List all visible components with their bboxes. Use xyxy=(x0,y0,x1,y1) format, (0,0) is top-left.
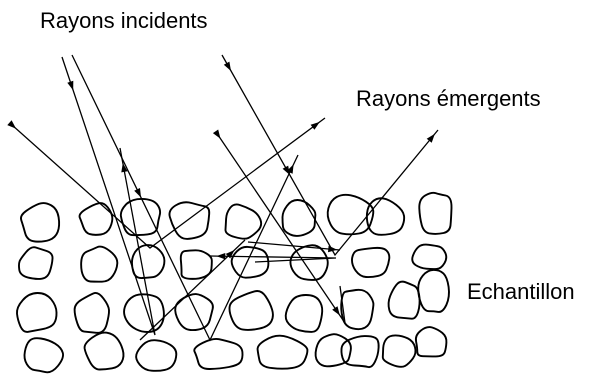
ray-arrowhead xyxy=(216,253,225,259)
grain-particle xyxy=(412,245,446,269)
incident-rays-label: Rayons incidents xyxy=(40,10,208,32)
grain-particle xyxy=(132,245,164,278)
ray-arrowhead xyxy=(134,188,141,198)
emergent-rays-label: Rayons émergents xyxy=(356,88,541,110)
grain-particle xyxy=(225,204,261,238)
ray-arrowhead xyxy=(283,166,290,175)
light-ray xyxy=(62,57,155,335)
grain-particle xyxy=(80,203,113,235)
grain-particle xyxy=(229,291,272,330)
grain-particle xyxy=(121,199,160,235)
light-ray xyxy=(210,256,336,262)
ray-arrowhead xyxy=(332,306,340,315)
light-ray xyxy=(218,135,345,323)
grain-particle xyxy=(124,294,164,332)
grain-particle xyxy=(416,327,447,356)
grain-particle xyxy=(419,193,451,234)
grain-particle xyxy=(24,338,63,372)
grain-particle xyxy=(352,248,389,277)
grain-particle xyxy=(286,295,323,332)
grain-particle xyxy=(389,282,420,319)
light-ray xyxy=(248,242,340,250)
grain-particle xyxy=(232,247,269,278)
grain-particle xyxy=(418,270,449,312)
sample-label: Echantillon xyxy=(467,281,575,303)
grain-particle xyxy=(181,250,212,279)
grain-particle xyxy=(341,290,373,329)
grain-particle xyxy=(136,340,176,371)
grain-particle xyxy=(194,339,242,369)
ray-arrowhead xyxy=(7,120,16,128)
grain-particle xyxy=(383,335,416,366)
grain-particle xyxy=(17,293,57,332)
ray-arrowhead xyxy=(311,122,320,130)
ray-arrowhead xyxy=(67,81,73,91)
grain-particle xyxy=(21,203,59,242)
grain-particle xyxy=(175,294,213,330)
sample-grains xyxy=(17,193,452,372)
grain-particle xyxy=(81,247,117,282)
grain-particle xyxy=(85,333,124,370)
grain-particle xyxy=(258,336,308,369)
grain-particle xyxy=(19,247,53,279)
grain-particle xyxy=(283,200,316,236)
ray-arrowhead xyxy=(224,62,231,71)
grain-particle xyxy=(75,293,109,333)
ray-arrowhead xyxy=(213,130,221,139)
